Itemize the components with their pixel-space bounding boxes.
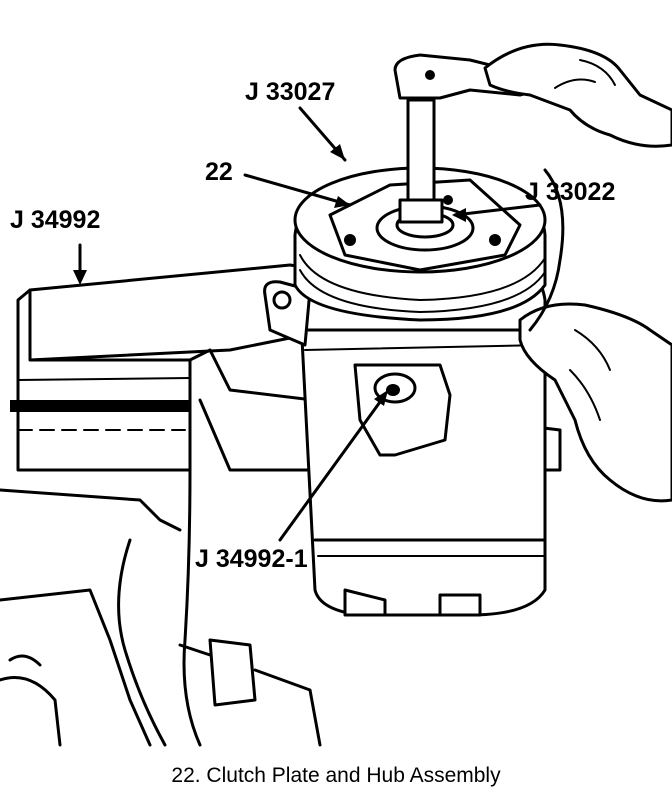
hand-right <box>518 302 672 503</box>
hand-arm-line <box>528 168 565 332</box>
compressor-body <box>263 253 547 617</box>
hose-fitting <box>0 638 322 747</box>
callout-j33027: J 33027 <box>245 78 335 106</box>
callout-22: 22 <box>205 158 233 186</box>
figure-caption: 22. Clutch Plate and Hub Assembly <box>171 764 501 787</box>
leader-arrowheads <box>73 144 466 406</box>
callout-j34992: J 34992 <box>10 206 100 234</box>
callout-j33022: J 33022 <box>525 178 615 206</box>
hand-top <box>483 42 672 148</box>
installer-tool-j33027 <box>393 53 547 224</box>
callout-j34992-1: J 34992-1 <box>195 545 308 573</box>
